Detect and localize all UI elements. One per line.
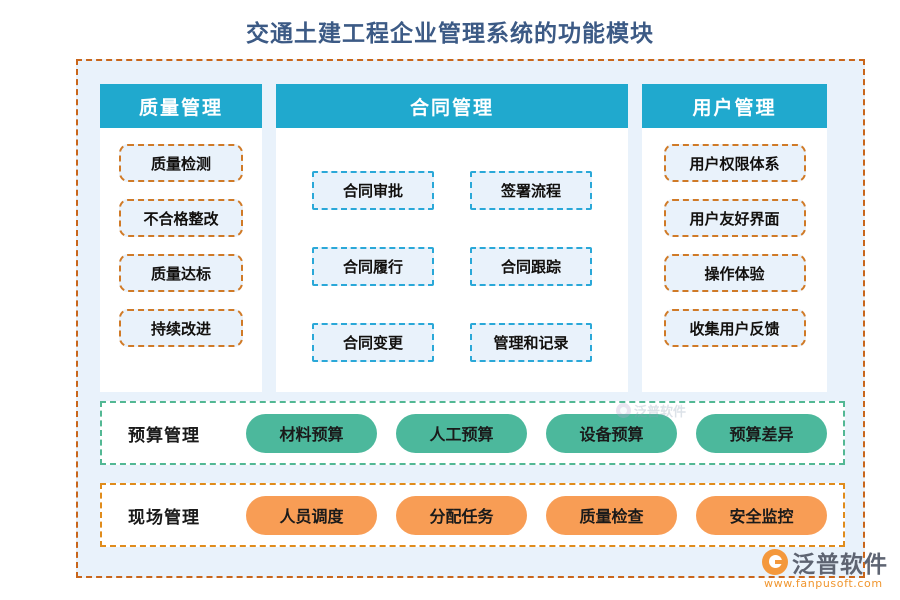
pill-site-1[interactable]: 分配任务 bbox=[396, 495, 527, 535]
chip-quality-0[interactable]: 质量检测 bbox=[119, 144, 243, 182]
column-header-user: 用户管理 bbox=[642, 84, 827, 128]
pill-budget-2[interactable]: 设备预算 bbox=[546, 413, 677, 453]
row-label-site: 现场管理 bbox=[128, 507, 200, 528]
columns-region: 质量管理 质量检测 不合格整改 质量达标 持续改进 合同管理 合同审批 签署流程… bbox=[78, 61, 867, 392]
pill-site-2[interactable]: 质量检查 bbox=[546, 495, 677, 535]
chip-user-2[interactable]: 操作体验 bbox=[663, 254, 806, 292]
column-user-management: 用户管理 用户权限体系 用户友好界面 操作体验 收集用户反馈 bbox=[642, 84, 827, 392]
chip-contract-3[interactable]: 合同跟踪 bbox=[470, 246, 592, 286]
chip-contract-2[interactable]: 合同履行 bbox=[312, 246, 434, 286]
row-label-budget: 预算管理 bbox=[128, 425, 200, 446]
chip-contract-0[interactable]: 合同审批 bbox=[312, 170, 434, 210]
pill-budget-0[interactable]: 材料预算 bbox=[246, 413, 377, 453]
pill-group-site: 人员调度 分配任务 质量检查 安全监控 bbox=[246, 495, 843, 535]
chip-quality-3[interactable]: 持续改进 bbox=[119, 309, 243, 347]
contract-chip-grid: 合同审批 签署流程 合同履行 合同跟踪 合同变更 管理和记录 bbox=[276, 144, 628, 392]
pill-site-0[interactable]: 人员调度 bbox=[246, 495, 377, 535]
column-header-contract: 合同管理 bbox=[276, 84, 628, 128]
column-body-quality: 质量检测 不合格整改 质量达标 持续改进 bbox=[100, 128, 262, 392]
chip-quality-1[interactable]: 不合格整改 bbox=[119, 199, 243, 237]
row-budget-management: 预算管理 材料预算 人工预算 设备预算 预算差异 bbox=[100, 401, 845, 465]
page-title: 交通土建工程企业管理系统的功能模块 bbox=[246, 21, 654, 47]
pill-budget-3[interactable]: 预算差异 bbox=[696, 413, 827, 453]
column-body-user: 用户权限体系 用户友好界面 操作体验 收集用户反馈 bbox=[642, 128, 827, 392]
brand-url: www.fanpusoft.com bbox=[764, 577, 883, 590]
column-contract-management: 合同管理 合同审批 签署流程 合同履行 合同跟踪 合同变更 管理和记录 bbox=[276, 84, 628, 392]
chip-contract-1[interactable]: 签署流程 bbox=[470, 170, 592, 210]
column-body-contract: 合同审批 签署流程 合同履行 合同跟踪 合同变更 管理和记录 bbox=[276, 128, 628, 392]
pill-site-3[interactable]: 安全监控 bbox=[696, 495, 827, 535]
chip-quality-2[interactable]: 质量达标 bbox=[119, 254, 243, 292]
chip-contract-5[interactable]: 管理和记录 bbox=[470, 322, 592, 362]
chip-user-1[interactable]: 用户友好界面 bbox=[663, 199, 806, 237]
column-quality-management: 质量管理 质量检测 不合格整改 质量达标 持续改进 bbox=[100, 84, 262, 392]
column-header-quality: 质量管理 bbox=[100, 84, 262, 128]
chip-user-0[interactable]: 用户权限体系 bbox=[663, 144, 806, 182]
chip-contract-4[interactable]: 合同变更 bbox=[312, 322, 434, 362]
pill-group-budget: 材料预算 人工预算 设备预算 预算差异 bbox=[246, 413, 843, 453]
chip-user-3[interactable]: 收集用户反馈 bbox=[663, 309, 806, 347]
row-site-management: 现场管理 人员调度 分配任务 质量检查 安全监控 bbox=[100, 483, 845, 547]
outer-dashed-frame: 质量管理 质量检测 不合格整改 质量达标 持续改进 合同管理 合同审批 签署流程… bbox=[76, 59, 865, 578]
pill-budget-1[interactable]: 人工预算 bbox=[396, 413, 527, 453]
